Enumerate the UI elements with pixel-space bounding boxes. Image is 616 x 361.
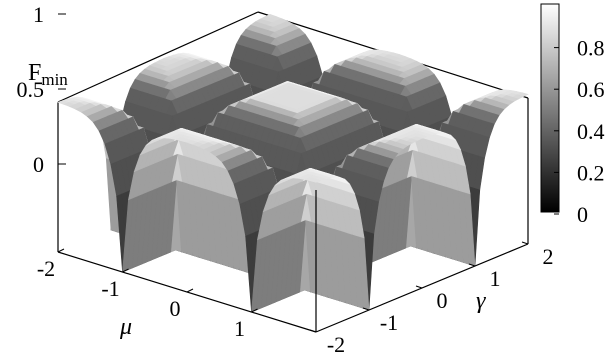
z-tick-label: 1 [33, 2, 44, 27]
mu-tick-mark [251, 308, 258, 313]
colorbar-tick-label: 0.4 [577, 119, 605, 144]
colorbar-ticks: 0 0.2 0.4 0.6 0.8 [554, 36, 605, 227]
gamma-tick-mark [362, 307, 370, 311]
mu-tick-mark [122, 268, 129, 273]
z-axis-ticks: 00.51 [17, 2, 66, 177]
colorbar-tick-label: 0.2 [577, 160, 605, 185]
gamma-tick-label: 1 [490, 266, 501, 291]
mu-tick-label: 0 [170, 296, 181, 321]
gamma-tick-label: 0 [437, 288, 448, 313]
mu-tick-mark [186, 288, 194, 293]
gamma-tick-label: -2 [327, 332, 345, 356]
colorbar-tick-label: 0.8 [577, 36, 605, 61]
colorbar-gradient [540, 3, 560, 213]
gamma-axis-label: γ [476, 288, 486, 314]
colorbar: 0 0.2 0.4 0.6 0.8 [540, 3, 605, 227]
z-tick-label: 0.5 [17, 77, 45, 102]
mu-tick-mark [57, 248, 65, 253]
z-axis-label: Fmin [28, 60, 68, 89]
gamma-tick-mark [521, 241, 529, 245]
gamma-tick-mark [415, 285, 423, 289]
mu-tick-label: -1 [101, 276, 119, 301]
mu-tick-label: -2 [37, 256, 55, 281]
gamma-tick-label: -1 [380, 310, 398, 335]
gamma-tick-mark [468, 263, 476, 267]
back-edge-left-top [57, 11, 259, 103]
mu-axis-label: μ [119, 314, 132, 340]
surface-plot [57, 13, 529, 313]
gamma-tick-label: 2 [543, 244, 554, 269]
gamma-axis-ticks: -2 -1 0 1 2 [309, 241, 554, 357]
colorbar-tick-label: 0 [577, 202, 588, 227]
z-tick-label: 0 [33, 152, 44, 177]
gamma-tick-mark [309, 329, 317, 333]
surface-cell [309, 178, 322, 183]
mu-tick-label: 1 [234, 316, 245, 341]
mu-axis-ticks: -2 -1 0 1 [37, 248, 258, 341]
colorbar-tick-label: 0.6 [577, 77, 605, 102]
